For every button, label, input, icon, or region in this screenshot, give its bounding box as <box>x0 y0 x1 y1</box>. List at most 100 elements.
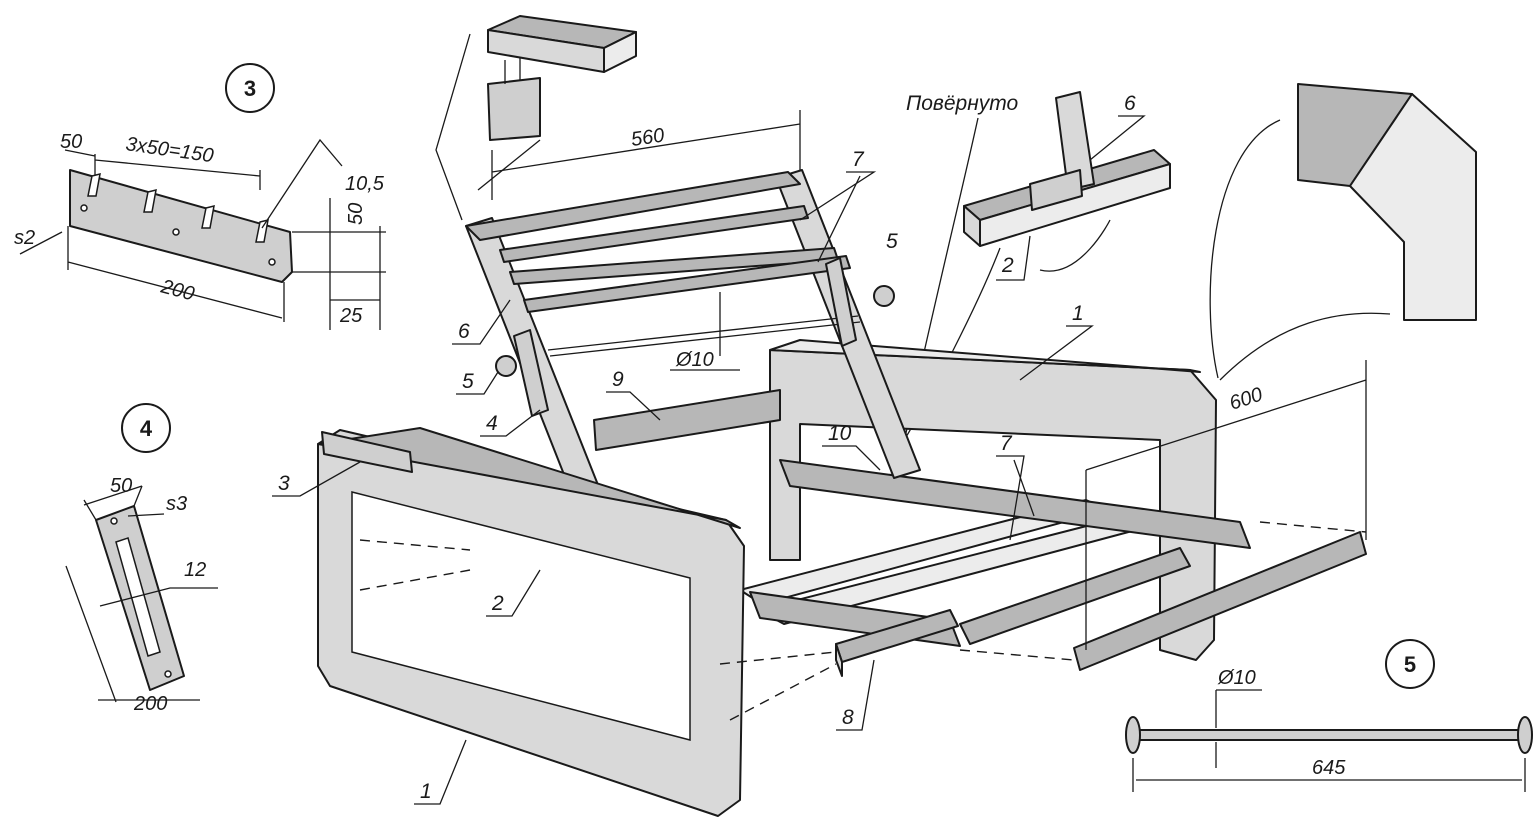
dim-rod-diameter: Ø10 <box>1217 667 1256 689</box>
detail-3-plate: 3 50 3x50=150 10,5 50 200 25 s2 <box>14 63 386 330</box>
dim-600-line <box>1085 360 1367 650</box>
dim-plate-length: 200 <box>158 275 197 305</box>
label-part-5-right: 5 <box>886 230 898 253</box>
top-block-detail <box>435 15 637 221</box>
plate-hole <box>80 204 88 212</box>
leader-7-back <box>799 171 877 263</box>
dim-rod-length-line <box>1132 758 1526 792</box>
dim-strip-width-line <box>83 485 143 521</box>
label-part-7-back: 7 <box>852 148 865 171</box>
detail-5-circle <box>1385 639 1435 689</box>
seat-cross-rail <box>959 547 1191 645</box>
detail-3-circle <box>225 63 275 113</box>
dim-first-slot: 50 <box>60 131 82 153</box>
label-part-7-seat: 7 <box>1000 432 1013 455</box>
dim-back-width: 560 <box>630 125 666 151</box>
dim-105-line <box>261 138 343 229</box>
part-3-plate <box>321 431 413 473</box>
leader-9 <box>606 391 661 421</box>
rotated-label: Повёрнуто <box>906 92 1019 115</box>
leader-6-back <box>452 299 511 345</box>
front-bar <box>1073 531 1367 671</box>
detail-5-rod: 5 Ø10 645 <box>1125 639 1533 792</box>
label-part-10: 10 <box>828 422 852 445</box>
label-part-2-top: 2 <box>1001 254 1014 277</box>
rod-head-right <box>1517 716 1533 754</box>
dim-strip-length: 200 <box>133 693 167 715</box>
dim-slot-spacing: 3x50=150 <box>124 133 215 167</box>
detail-3-number: 3 <box>244 76 256 101</box>
bracket-screws <box>504 58 521 84</box>
dim-560-line <box>491 110 801 200</box>
slotted-plate <box>69 169 293 283</box>
left-frame-opening <box>351 491 691 741</box>
rotated-joint-detail: Повёрнуто <box>891 91 1171 471</box>
block-side <box>603 31 637 73</box>
dim-150-line <box>94 154 261 190</box>
detail-4-number: 4 <box>140 416 153 441</box>
leader-2-top <box>996 235 1031 281</box>
dim-plate-sub: 25 <box>339 305 363 327</box>
left-frame-top <box>317 427 741 529</box>
main-dimensions: 560 600 Ø10 <box>491 110 1367 650</box>
leader-6-top <box>1089 115 1146 161</box>
label-part-2-rail: 2 <box>491 592 504 615</box>
joint-detail <box>1209 83 1477 381</box>
dim-50-25-lines <box>292 198 386 330</box>
detail-4-strip: 4 50 s3 12 200 <box>65 403 218 715</box>
label-part-8: 8 <box>842 706 854 729</box>
dim-strip-thickness: s3 <box>166 493 187 515</box>
plate-hole <box>172 228 180 236</box>
label-part-4: 4 <box>486 412 498 435</box>
post <box>1055 91 1095 191</box>
leader-10 <box>822 445 881 471</box>
dim-rod-dia-line <box>1215 689 1262 768</box>
dim-strip-width: 50 <box>110 475 132 497</box>
detail-5-number: 5 <box>1404 652 1416 677</box>
label-part-1-left: 1 <box>420 780 432 803</box>
label-part-5-left: 5 <box>462 370 474 393</box>
dim-plate-thickness: s2 <box>14 227 35 249</box>
leader-2-rail <box>486 569 541 617</box>
dim-200-line <box>67 226 285 322</box>
rod-body <box>1135 729 1527 741</box>
dim-seat-width: 600 <box>1227 384 1266 415</box>
back-rod <box>547 315 861 357</box>
joint-plate <box>1029 169 1083 211</box>
seat-rail-10 <box>779 459 1251 549</box>
thickness-leader <box>127 513 165 517</box>
leader-7-seat <box>996 455 1035 541</box>
part-4-strip-right <box>825 257 857 347</box>
leader-8 <box>836 659 875 731</box>
strip-hole <box>110 517 118 525</box>
rail-front <box>979 163 1171 247</box>
main-assembly <box>317 169 1367 817</box>
dim-plate-height: 50 <box>345 203 367 225</box>
label-part-3: 3 <box>278 472 290 495</box>
thickness-leader <box>19 231 63 255</box>
leader-5-left <box>456 371 499 395</box>
joint-dashes <box>1349 93 1477 243</box>
hinge-bracket <box>487 77 541 141</box>
knob-5-left <box>495 355 517 377</box>
assembly-dashes <box>359 521 1367 721</box>
dim-rod-line <box>670 292 740 371</box>
dim-50-line <box>64 149 96 157</box>
part-8-end <box>835 643 843 677</box>
dim-strip-length-line <box>65 565 200 703</box>
part-4-strip <box>513 329 549 417</box>
part-9-rail <box>593 389 781 451</box>
leader-1-left <box>414 739 467 805</box>
back-top-rail <box>465 171 801 241</box>
leader-1-right <box>1019 325 1094 381</box>
dim-strip-slot-line <box>99 587 218 607</box>
dim-strip-slot: 12 <box>184 559 206 581</box>
knob-5-right <box>873 285 895 307</box>
label-part-6-top: 6 <box>1124 92 1136 115</box>
joint-callout-lines <box>1209 119 1391 381</box>
dim-rod-diameter-main: Ø10 <box>675 349 714 371</box>
plate-hole <box>268 258 276 266</box>
label-part-9: 9 <box>612 368 624 391</box>
